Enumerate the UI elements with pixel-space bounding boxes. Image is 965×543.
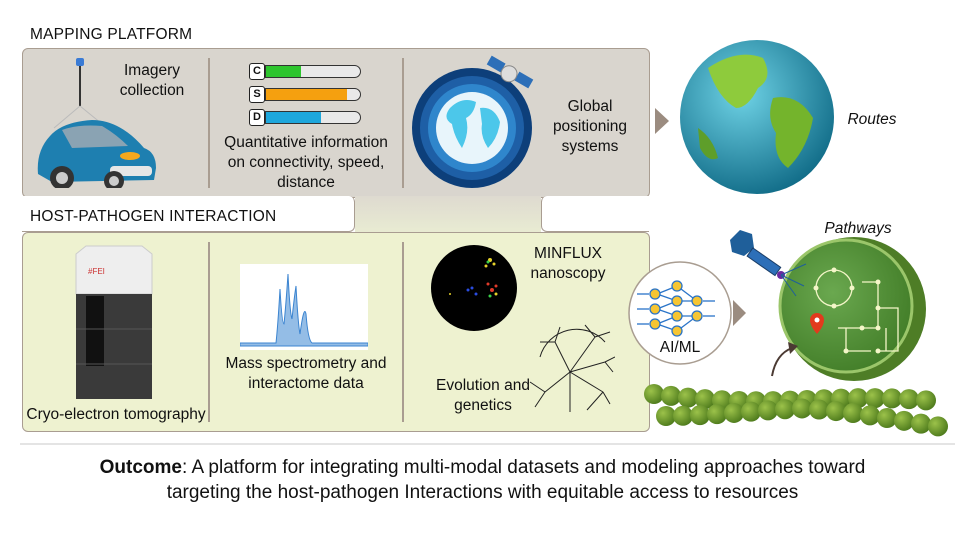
mapping-platform-title: MAPPING PLATFORM [30, 26, 193, 43]
pathways-cell-icon [730, 230, 926, 381]
distance-bar: D [249, 109, 361, 126]
bead [826, 401, 846, 422]
bead [911, 413, 931, 434]
minflux-image-icon [431, 245, 517, 331]
bar-letter: D [249, 109, 265, 126]
aiml-label: AI/ML [659, 339, 701, 356]
bead [673, 405, 693, 426]
divider [208, 58, 210, 188]
street-view-car-icon [37, 58, 156, 188]
routes-label: Routes [847, 111, 897, 128]
bead-chain-icon [644, 384, 948, 437]
connectivity-fill [266, 66, 301, 77]
bead [656, 406, 676, 426]
host-pathogen-title: HOST-PATHOGEN INTERACTION [30, 208, 277, 225]
pathways-label: Pathways [824, 220, 892, 237]
bead [877, 408, 897, 429]
divider [402, 58, 404, 188]
cryo-em-microscope-icon: #FEI [75, 245, 153, 399]
bead [916, 390, 936, 411]
quantitative-label: Quantitative information on connectivity… [224, 134, 388, 191]
outcome-label: Outcome [99, 457, 183, 478]
evolution-label: Evolution and genetics [436, 377, 530, 414]
bead [741, 401, 761, 422]
bead [882, 388, 902, 409]
bead [860, 405, 880, 426]
outcome-line-2: targeting the host-pathogen Interactions… [166, 482, 799, 503]
location-pin-icon [810, 313, 824, 334]
bead [792, 398, 812, 419]
panel-connector [355, 196, 541, 234]
mass-spec-label: Mass spectrometry and interactome data [225, 355, 387, 392]
minflux-label: MINFLUX nanoscopy [530, 245, 606, 282]
distance-fill [266, 112, 321, 123]
phylogenetic-tree-icon [529, 324, 615, 412]
arrow-right-icon [655, 108, 669, 134]
neural-network-icon [628, 261, 732, 365]
connectivity-bar: C [249, 63, 361, 80]
bead [928, 416, 948, 437]
mass-spectrum-icon [240, 264, 368, 350]
bead [775, 399, 795, 420]
bead [843, 403, 863, 424]
bead [894, 410, 914, 431]
outcome-line-1: Outcome: A platform for integrating mult… [0, 455, 965, 480]
gps-label: Global positioning systems [552, 98, 628, 155]
bead [707, 404, 727, 425]
host-pathogen-title-tab [22, 196, 355, 232]
right-notch [541, 196, 649, 232]
bar-letter: S [249, 86, 265, 103]
arrow-right-icon [733, 300, 746, 326]
fei-logo: #FEI [88, 267, 105, 276]
bead [690, 405, 710, 426]
separator-line [20, 443, 955, 445]
bead [899, 389, 919, 410]
speed-fill [266, 89, 347, 100]
bead [758, 400, 778, 421]
bead [644, 384, 664, 404]
bead [695, 389, 715, 410]
bar-letter: C [249, 63, 265, 80]
bead [865, 388, 885, 409]
earth-globe-icon [680, 40, 834, 194]
imagery-collection-label: Imagery collection [119, 62, 185, 99]
speed-bar: S [249, 86, 361, 103]
outcome-text-1: : A platform for integrating multi-modal… [182, 457, 866, 478]
bead [678, 387, 698, 408]
gps-globe-icon [412, 55, 534, 188]
bead [724, 402, 744, 423]
bead [661, 385, 681, 406]
cryo-em-label: Cryo-electron tomography [26, 406, 206, 423]
bead [809, 399, 829, 420]
divider [208, 242, 210, 422]
divider [402, 242, 404, 422]
bacteriophage-icon [730, 230, 807, 297]
